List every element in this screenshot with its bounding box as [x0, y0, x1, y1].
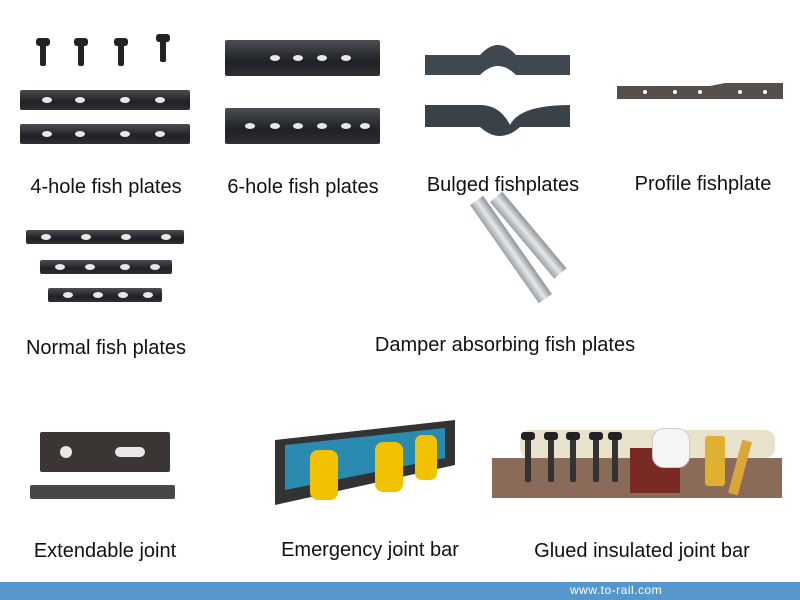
label-emergency-joint-bar: Emergency joint bar — [281, 539, 459, 561]
footer-bar: www.to-rail.com — [0, 582, 800, 600]
website-url: www.to-rail.com — [570, 583, 663, 597]
bulged-fishplates-image — [425, 45, 570, 136]
label-bulged-fishplates: Bulged fishplates — [426, 174, 580, 196]
label-normal-fish-plates: Normal fish plates — [25, 337, 187, 359]
label-6-hole-fish-plates: 6-hole fish plates — [227, 176, 379, 198]
label-damper-absorbing-fish-plates: Damper absorbing fish plates — [374, 334, 636, 356]
label-glued-insulated-joint-bar: Glued insulated joint bar — [534, 540, 750, 562]
label-extendable-joint: Extendable joint — [33, 540, 177, 562]
profile-fishplate-image — [617, 83, 783, 99]
label-4-hole-fish-plates: 4-hole fish plates — [30, 176, 182, 198]
label-profile-fishplate: Profile fishplate — [634, 173, 772, 195]
emergency-joint-bar-image — [275, 420, 455, 505]
